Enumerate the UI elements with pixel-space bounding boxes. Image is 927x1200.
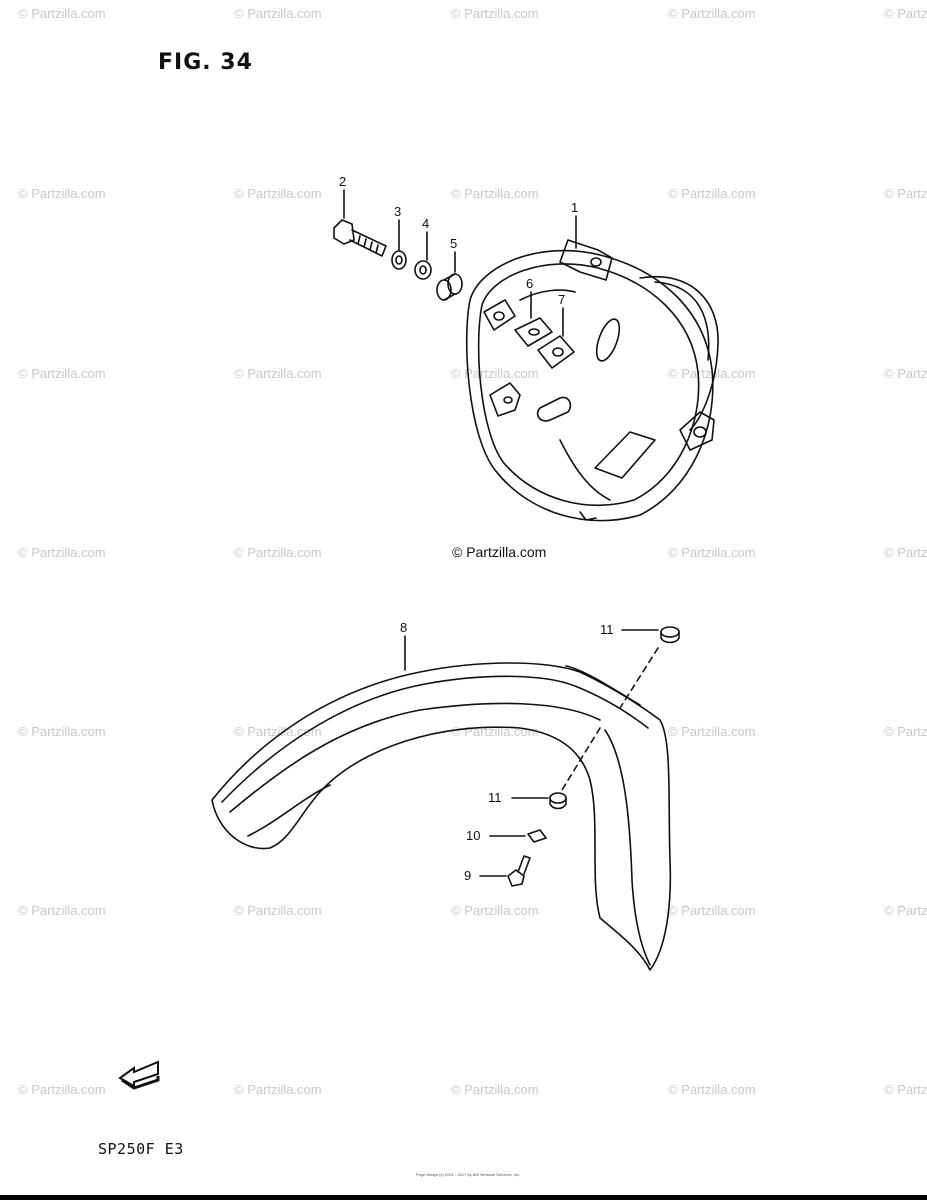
watermark: © Partzilla.com — [668, 1082, 756, 1097]
bolt-part-2 — [333, 219, 387, 257]
figure-title: FIG. 34 — [158, 50, 253, 75]
watermark: © Partzilla.com — [18, 6, 106, 21]
watermark: © Partzilla.com — [668, 6, 756, 21]
model-code: SP250F E3 — [98, 1140, 184, 1158]
watermark: © Partzilla.com — [884, 366, 927, 381]
washer-part-10 — [527, 829, 547, 843]
watermark: © Partzilla.com — [884, 6, 927, 21]
watermark: © Partzilla.com — [451, 186, 539, 201]
watermark: © Partzilla.com — [234, 186, 322, 201]
callout-11-bottom: 11 — [488, 790, 502, 805]
footer-line: Page design (c) 2001 - 2017 by ARI Netwo… — [415, 1172, 521, 1177]
watermark: © Partzilla.com — [884, 724, 927, 739]
front-fender-part — [211, 662, 672, 971]
collar-part-5 — [436, 273, 463, 301]
watermark: © Partzilla.com — [668, 545, 756, 560]
headlight-housing-part — [465, 239, 719, 522]
clip-part-6 — [514, 317, 553, 347]
watermark: © Partzilla.com — [18, 186, 106, 201]
screw-part-9 — [507, 855, 531, 887]
washer-part-3 — [391, 250, 407, 270]
callout-4: 4 — [422, 216, 429, 231]
watermark: © Partzilla.com — [884, 903, 927, 918]
watermark: © Partzilla.com — [451, 903, 539, 918]
watermark: © Partzilla.com — [234, 366, 322, 381]
watermark: © Partzilla.com — [451, 6, 539, 21]
callout-2: 2 — [339, 174, 346, 189]
watermark: © Partzilla.com — [884, 545, 927, 560]
grommet-part-11-top — [660, 626, 680, 644]
callout-1: 1 — [571, 200, 578, 215]
callout-7: 7 — [558, 292, 565, 307]
watermark: © Partzilla.com — [234, 1082, 322, 1097]
watermark: © Partzilla.com — [18, 1082, 106, 1097]
center-watermark: © Partzilla.com — [452, 544, 547, 560]
watermark: © Partzilla.com — [234, 545, 322, 560]
watermark: © Partzilla.com — [451, 1082, 539, 1097]
watermark: © Partzilla.com — [234, 903, 322, 918]
callout-6: 6 — [526, 276, 533, 291]
watermark: © Partzilla.com — [18, 903, 106, 918]
watermark: © Partzilla.com — [18, 366, 106, 381]
watermark: © Partzilla.com — [18, 545, 106, 560]
watermark: © Partzilla.com — [668, 903, 756, 918]
washer-part-4 — [414, 260, 432, 280]
callout-11-top: 11 — [600, 622, 614, 637]
callout-10: 10 — [466, 828, 480, 843]
bottom-rule — [0, 1195, 927, 1200]
callout-3: 3 — [394, 204, 401, 219]
callout-9: 9 — [464, 868, 471, 883]
watermark: © Partzilla.com — [884, 1082, 927, 1097]
watermark: © Partzilla.com — [668, 186, 756, 201]
watermark: © Partzilla.com — [234, 6, 322, 21]
watermark: © Partzilla.com — [451, 366, 539, 381]
grommet-part-11-bottom — [549, 792, 567, 810]
nut-part-7 — [537, 335, 575, 369]
watermark: © Partzilla.com — [234, 724, 322, 739]
copyright-footer: Page design (c) 2001 - 2017 by ARI Netwo… — [398, 1172, 538, 1177]
callout-8: 8 — [400, 620, 407, 635]
callout-5: 5 — [450, 236, 457, 251]
fwd-arrow-icon — [118, 1060, 160, 1090]
watermark: © Partzilla.com — [18, 724, 106, 739]
watermark: © Partzilla.com — [668, 724, 756, 739]
watermark: © Partzilla.com — [884, 186, 927, 201]
